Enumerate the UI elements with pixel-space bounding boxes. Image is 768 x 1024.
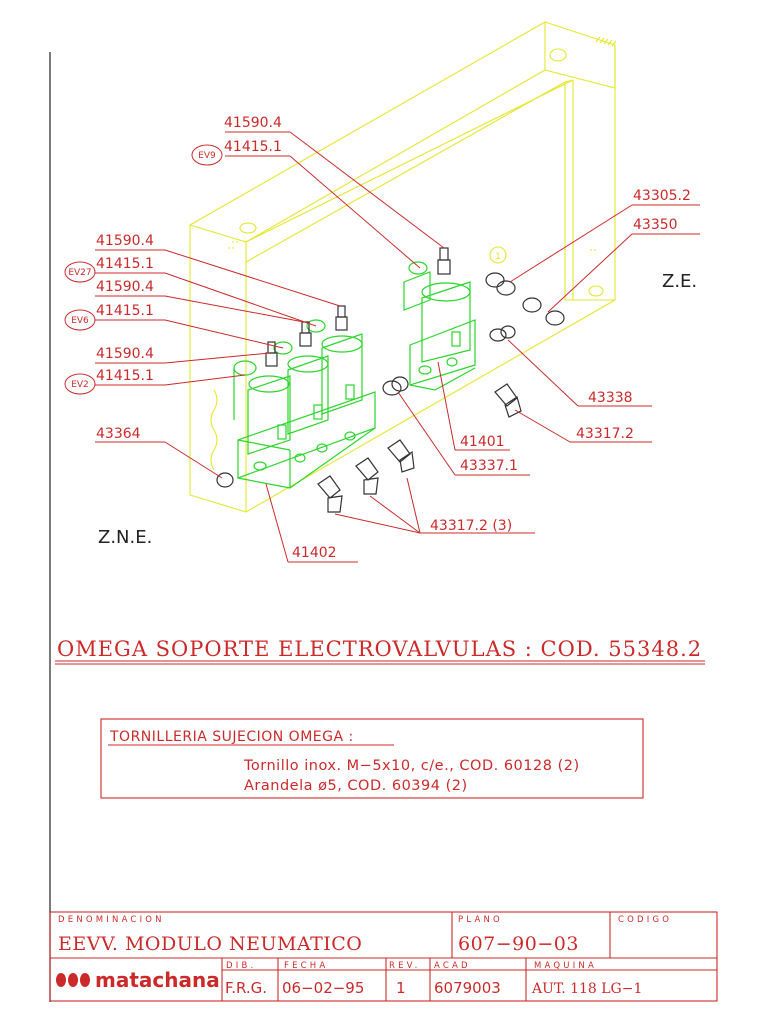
plano-label: PLANO <box>458 915 503 925</box>
valve-tag-text: EV2 <box>71 380 89 390</box>
logo-dot-icon <box>68 973 78 987</box>
rev-value: 1 <box>396 979 406 997</box>
logo-text: matachana <box>95 968 220 992</box>
logo-dot-icon <box>56 973 66 987</box>
main-title: OMEGA SOPORTE ELECTROVALVULAS : COD. 553… <box>57 637 702 661</box>
note-box <box>100 718 644 799</box>
valve-manifold-left <box>233 319 376 489</box>
zone-label-zne: Z.N.E. <box>98 527 152 548</box>
callout-label: 43338 <box>588 390 633 406</box>
maquina-label: MAQUINA <box>534 961 597 971</box>
callout-label: 41415.1 <box>96 256 154 272</box>
fecha-label: FECHA <box>284 961 328 971</box>
callout-label: 43350 <box>633 217 678 233</box>
valve-tag-ev27 <box>64 261 96 283</box>
codigo-label: CODIGO <box>618 915 672 925</box>
callout-label: 41415.1 <box>224 139 282 155</box>
matachana-logo: matachana <box>56 968 220 992</box>
dib-value: F.R.G. <box>225 979 267 997</box>
callout-label: 43337.1 <box>460 458 518 474</box>
acad-value: 6079003 <box>434 979 501 997</box>
denominacion-value: EEVV. MODULO NEUMATICO <box>58 933 362 955</box>
callout-label: 43317.2 (3) <box>430 518 512 534</box>
dib-label: DIB. <box>226 961 256 971</box>
callout-label: 41590.4 <box>96 279 154 295</box>
callout-label: 41415.1 <box>96 368 154 384</box>
note-line-2: Arandela ø5, COD. 60394 (2) <box>244 778 468 794</box>
denominacion-label: DENOMINACION <box>58 915 165 925</box>
circle-marker-text: 1 <box>495 252 501 262</box>
note-line-1: Tornillo inox. M−5x10, c/e., COD. 60128 … <box>243 758 580 774</box>
fecha-value: 06−02−95 <box>282 979 364 997</box>
zone-label-ze: Z.E. <box>662 271 697 292</box>
callout-label: 41590.4 <box>96 233 154 249</box>
callout-label: 43317.2 <box>576 426 634 442</box>
note-header: TORNILLERIA SUJECION OMEGA : <box>109 729 354 745</box>
valve-tag-text: EV9 <box>198 151 216 161</box>
callout-label: 41402 <box>292 545 337 561</box>
valve-manifold-right <box>403 261 476 391</box>
maquina-value: AUT. 118 LG−1 <box>531 981 642 997</box>
callout-label: 41415.1 <box>96 303 154 319</box>
logo-dot-icon <box>80 973 90 987</box>
callout-label: 41590.4 <box>224 115 282 131</box>
title-block <box>49 911 718 1002</box>
valve-tags: EV9 EV27 EV6 EV2 <box>64 144 223 395</box>
rev-label: REV. <box>389 961 421 971</box>
valve-tag-ev2 <box>64 373 96 395</box>
valve-tag-ev9 <box>191 144 223 166</box>
callout-label: 41401 <box>460 434 505 450</box>
callout-label: 43364 <box>96 426 141 442</box>
pneumatic-fittings <box>216 247 565 513</box>
omega-support-frame: 1 <box>189 21 617 513</box>
valve-tag-text: EV27 <box>68 268 91 278</box>
callout-label: 43305.2 <box>633 188 691 204</box>
callout-label: 41590.4 <box>96 346 154 362</box>
leader-lines <box>95 131 700 563</box>
valve-tag-ev6 <box>64 309 96 331</box>
plano-value: 607−90−03 <box>458 933 579 955</box>
acad-label: ACAD <box>434 961 471 971</box>
valve-tag-text: EV6 <box>71 316 89 326</box>
callout-labels: 41590.4 41415.1 43305.2 43350 41590.4 41… <box>96 115 691 561</box>
